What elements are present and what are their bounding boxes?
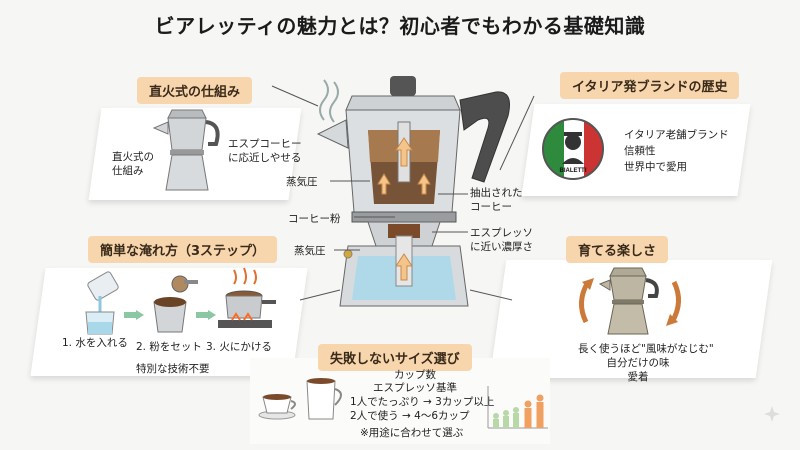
steam-curl-icon <box>319 79 329 121</box>
history-heading: イタリア発ブランドの歴史 <box>560 72 740 99</box>
growing-caption-3: 愛着 <box>627 371 649 383</box>
history-line-3: 世界中で愛用 <box>624 161 687 173</box>
cups-illustration <box>258 378 342 420</box>
history-line-2: 信頼性 <box>624 145 656 157</box>
direct-fire-heading: 直火式の仕組み <box>137 77 253 104</box>
steps-heading: 簡単な淹れ方（3ステップ） <box>88 236 278 263</box>
step-2-label: 2. 粉をセット <box>136 341 202 353</box>
step-1-label: 1. 水を入れる <box>62 337 128 349</box>
growing-heading: 育てる楽しさ <box>566 236 669 263</box>
size-line-2: エスプレッソ基準 <box>373 382 457 394</box>
size-note: ※用途に合わせて選ぶ <box>360 427 464 439</box>
aged-moka-pot-illustration <box>579 267 681 335</box>
size-heading: 失敗しないサイズ選び <box>318 344 472 371</box>
step-arrow-2 <box>196 310 216 320</box>
pot-handle <box>459 91 510 183</box>
label-steam-pressure-top: 蒸気圧 <box>286 176 318 188</box>
people-size-chart-icon <box>487 386 548 429</box>
size-line-3: 1人でたっぷり → 3カップ以上 <box>350 396 495 408</box>
svg-text:BIALETTI: BIALETTI <box>560 168 587 174</box>
label-coffee-powder: コーヒー粉 <box>288 213 341 225</box>
label-espresso-like: エスプレッソ に近い濃厚さ <box>470 227 533 253</box>
water-pour-icon <box>85 271 119 335</box>
moka-pot-cutaway-diagram <box>316 76 510 307</box>
steps-note: 特別な技術不要 <box>136 363 210 375</box>
label-extracted-coffee: 抽出された コーヒー <box>470 187 523 213</box>
direct-fire-right-caption: エスプコーヒー に応近しやせる <box>228 138 302 164</box>
page-title: ビアレッティの魅力とは？初心者でもわかる基礎知識 <box>154 14 646 38</box>
history-line-1: イタリア老舗ブランド <box>624 129 729 141</box>
size-line-1: カップ数 <box>394 369 436 381</box>
small-moka-pot-illustration <box>152 109 220 191</box>
label-steam-pressure-bottom: 蒸気圧 <box>294 245 326 257</box>
lid-knob <box>390 76 416 96</box>
size-panel <box>250 358 550 444</box>
step-3-label: 3. 火にかける <box>206 341 272 353</box>
size-line-4: 2人で使う → 4〜6カップ <box>350 410 470 422</box>
growing-caption-2: 自分だけの味 <box>606 357 670 369</box>
powder-set-icon <box>153 275 198 333</box>
bialetti-logo-icon: BIALETTI <box>542 118 604 180</box>
growing-caption-1: 長く使うほど"風味がなじむ" <box>578 343 714 355</box>
fire-heating-icon <box>218 267 276 328</box>
step-arrow-1 <box>124 310 144 320</box>
direct-fire-left-caption: 直火式の 仕組み <box>112 151 154 177</box>
sparkle-icon <box>764 406 780 422</box>
